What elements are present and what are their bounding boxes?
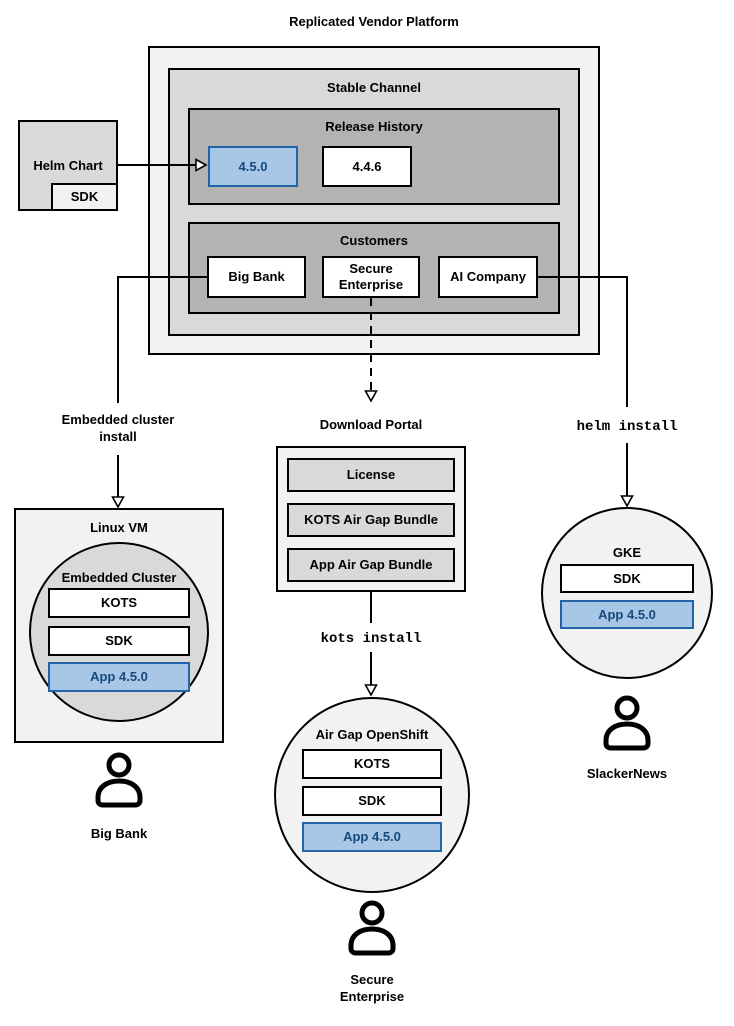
app-airgap-bundle-node: App Air Gap Bundle — [287, 548, 455, 582]
customer-secure-enterprise-node: Secure Enterprise — [322, 256, 420, 298]
airgap-sdk-node: SDK — [302, 786, 442, 816]
secure-enterprise-user-label: Secure Enterprise — [339, 972, 405, 1004]
big-bank-user-icon — [89, 750, 149, 819]
gke-title: GKE — [612, 545, 642, 560]
kots-install-label: kots install — [320, 631, 422, 647]
airgap-app-node: App 4.5.0 — [302, 822, 442, 852]
page-title: Replicated Vendor Platform — [289, 14, 459, 29]
download-portal-title: Download Portal — [319, 417, 423, 432]
airgap-openshift-title: Air Gap OpenShift — [315, 727, 429, 742]
gke-sdk-node: SDK — [560, 564, 694, 593]
embedded-app-node: App 4.5.0 — [48, 662, 190, 692]
helm-install-label: helm install — [576, 419, 678, 435]
customer-ai-company-node: AI Company — [438, 256, 538, 298]
helm-chart-sdk-node: SDK — [51, 183, 118, 211]
release-450-node: 4.5.0 — [208, 146, 298, 187]
slackernews-user-icon — [597, 693, 657, 762]
big-bank-user-label: Big Bank — [90, 826, 148, 841]
gke-circle: GKE — [541, 507, 713, 679]
embedded-sdk-node: SDK — [48, 626, 190, 656]
embedded-cluster-title: Embedded Cluster — [61, 570, 177, 585]
license-node: License — [287, 458, 455, 492]
kots-airgap-bundle-node: KOTS Air Gap Bundle — [287, 503, 455, 537]
embedded-cluster-install-label: Embedded cluster install — [61, 412, 175, 444]
customer-big-bank-node: Big Bank — [207, 256, 306, 298]
customers-title: Customers — [340, 233, 408, 248]
release-history-title: Release History — [325, 119, 423, 134]
stable-channel-title: Stable Channel — [327, 80, 421, 95]
airgap-kots-node: KOTS — [302, 749, 442, 779]
embedded-kots-node: KOTS — [48, 588, 190, 618]
release-446-node: 4.4.6 — [322, 146, 412, 187]
helm-chart-title: Helm Chart — [33, 158, 103, 173]
secure-enterprise-user-icon — [342, 898, 402, 967]
linux-vm-title: Linux VM — [90, 520, 148, 535]
gke-app-node: App 4.5.0 — [560, 600, 694, 629]
slackernews-user-label: SlackerNews — [586, 766, 668, 781]
